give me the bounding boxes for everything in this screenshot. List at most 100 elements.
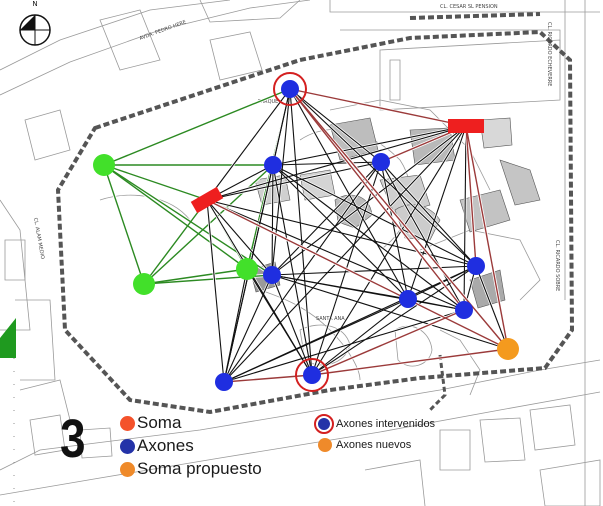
axon-node [215,373,233,391]
axon-node [281,80,299,98]
soma-node [190,186,224,214]
street-label: CL. RICARDO SOBRE [554,240,560,291]
network-edge-black [380,161,465,311]
network-edge-black [463,125,467,311]
north-label: N [32,0,37,8]
network-edge-black [206,199,273,276]
network-edge-black [272,161,382,166]
legend-item-axones: Axones [120,437,194,455]
network-edge-black [311,298,409,376]
network-edge-red [311,348,509,376]
legend-label: Soma [137,413,182,432]
network-edge-black [223,298,409,383]
north-arrow-icon: N [19,0,51,46]
street-label: CL. RICARDO ECHEVERRE [546,22,552,86]
axon-node [399,290,417,308]
network-edge-black [271,125,467,276]
network-edge-black [206,88,291,201]
street-label: PARQUE [258,99,278,105]
legend-dot-axones [120,438,135,454]
network-edge-green [103,164,273,276]
edge-marker [0,318,16,358]
network-edge-green [143,199,208,285]
legend-label: Axones intervenidos [336,418,436,430]
network-edge-red [206,199,509,350]
legend-item-axones-intervenidos: Axones intervenidos [314,414,435,434]
street-label: CL. CESAR SL PENSION [440,4,498,10]
south-wall-segment [428,354,447,412]
network-edge-black [223,125,467,383]
network-edges [102,87,510,384]
site-perimeter-wall [55,29,575,415]
axon-node [467,257,485,275]
network-edge-black [272,125,467,166]
network-edge-red [223,374,313,383]
network-edge-black [206,199,465,311]
axon-node [455,301,473,319]
legend-item-soma: Soma [120,414,181,432]
network-edge-green [103,88,291,166]
green-node [93,154,115,176]
network-edge-green [103,164,145,285]
legend-ring-axones-intervenidos [314,414,334,434]
network-edge-black [272,164,477,267]
network-edge-black [271,274,313,376]
network-edge-black [206,199,225,383]
network-edge-red [465,125,477,267]
green-node [133,273,155,295]
network-edge-black [271,88,291,276]
network-edge-black [289,88,382,163]
network-edge-red [465,125,509,350]
axon-node [264,156,282,174]
axon-intervened-ring [273,72,307,106]
network-edge-black [246,268,313,376]
network-edge-red [289,88,465,311]
network-edge-black [380,161,409,300]
legend-item-soma-propuesto: Soma propuesto [120,460,262,478]
network-edge-black [223,274,273,383]
network-edge-black [311,265,477,376]
legend-item-axones-nuevos: Axones nuevos [318,438,411,452]
network-edge-black [271,265,477,276]
soma-propuesto-node [497,338,519,360]
network-edge-red [311,309,465,376]
network-edge-green [103,164,208,201]
network-edge-black [223,161,382,383]
network-edge-black [271,274,509,350]
network-edge-green [103,164,248,270]
axon-node [263,266,281,284]
network-edge-black [206,199,477,267]
network-edge-black [271,164,274,276]
network-edge-black [289,88,477,267]
axon-node [372,153,390,171]
network-edge-black [407,298,465,311]
legend-dot-soma-propuesto [120,461,135,477]
network-edge-black [407,125,467,300]
north-wall-segment [409,12,541,20]
legend-label: Soma propuesto [137,459,262,478]
network-nodes [93,72,519,392]
legend-dot-axones-nuevos [318,438,332,452]
network-edge-black [289,88,313,376]
legend-label: Axones nuevos [336,439,412,451]
network-edge-black [289,88,409,300]
soma-node [448,119,484,133]
legend-label: Axones [137,436,194,455]
legend: 3 Soma Axones Soma propuesto Axones inte… [60,412,520,492]
green-node [236,258,258,280]
network-edge-black [223,268,248,383]
network-edge-black [475,265,509,350]
legend-number: 3 [60,409,86,469]
legend-dot-soma [120,415,135,431]
network-edge-black [272,164,313,376]
network-edge-red [289,88,467,127]
network-edge-black [206,125,467,201]
axon-node [303,366,321,384]
network-edge-green [143,268,248,285]
axon-intervened-ring [295,358,329,392]
network-edge-black [311,125,467,376]
network-edge-black [223,309,465,383]
